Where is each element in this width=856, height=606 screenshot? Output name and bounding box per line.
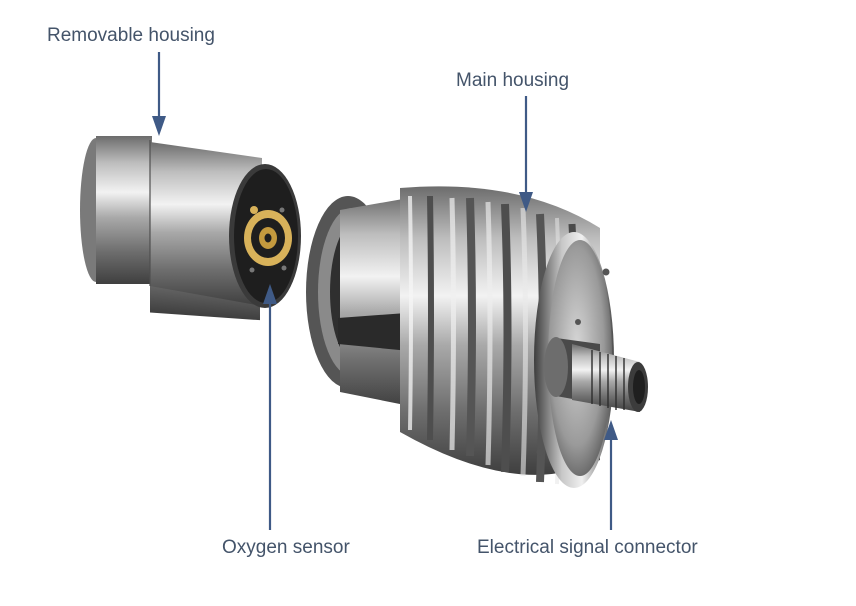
arrow-main-housing <box>519 96 533 212</box>
oxygen-sensor-label: Oxygen sensor <box>222 537 350 558</box>
arrow-oxygen-sensor <box>263 284 277 530</box>
arrow-removable-housing <box>152 52 166 136</box>
electrical-connector-part <box>544 337 648 412</box>
main-housing-part <box>306 186 614 488</box>
arrow-electrical-connector <box>604 420 618 530</box>
oxygen-sensor-element <box>244 206 292 273</box>
main-housing-label: Main housing <box>456 70 570 91</box>
removable-housing-label: Removable housing <box>47 25 215 46</box>
electrical-signal-connector-label: Electrical signal connector <box>477 537 698 558</box>
